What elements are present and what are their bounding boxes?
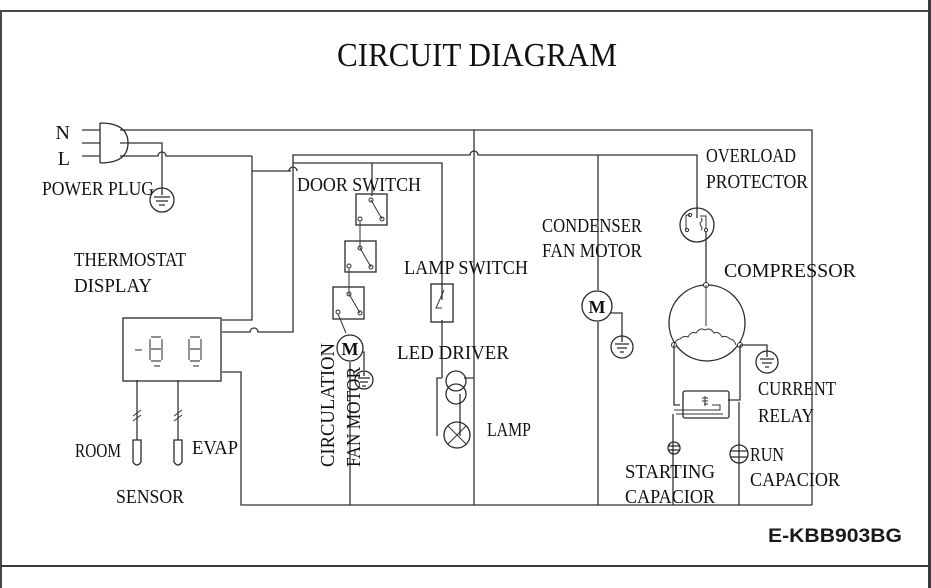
condenser-fan-label-line1: CONDENSER bbox=[542, 215, 643, 237]
capacitor-icon bbox=[667, 441, 681, 455]
frame-right-border bbox=[928, 0, 931, 588]
current-relay-label-line1: CURRENT bbox=[758, 378, 836, 400]
frame-bottom-border bbox=[0, 565, 931, 567]
circulation-fan-label-line1: CIRCULATION bbox=[317, 343, 339, 467]
ground-icon bbox=[755, 350, 779, 374]
current-relay-label-line2: RELAY bbox=[758, 405, 814, 427]
circulation-fan-label-line2: FAN MOTOR bbox=[343, 366, 365, 467]
starting-capacitor-label-line1: STARTING bbox=[625, 461, 715, 483]
motor-icon bbox=[336, 334, 364, 362]
lamp-icon bbox=[443, 421, 471, 449]
thermostat-label-line1: THERMOSTAT bbox=[74, 249, 186, 271]
condenser-fan-label-line2: FAN MOTOR bbox=[542, 240, 643, 262]
overload-protector-icon bbox=[679, 207, 715, 243]
temperature-sensor-icon bbox=[132, 409, 183, 466]
thermostat-label-line2: DISPLAY bbox=[74, 275, 152, 297]
lamp-switch-feed-wire bbox=[293, 162, 443, 300]
plug-terminal-n: N bbox=[56, 122, 70, 144]
led-driver-label: LED DRIVER bbox=[397, 342, 510, 364]
capacitor-wires bbox=[672, 402, 740, 505]
circulation-fan-motor-symbol: M bbox=[342, 339, 359, 359]
compressor-to-relay-wires bbox=[673, 345, 741, 406]
live-line-wire bbox=[120, 151, 252, 157]
compressor-ground-wire bbox=[740, 344, 768, 352]
neutral-bus-wire bbox=[120, 129, 813, 505]
compressor-label: COMPRESSOR bbox=[724, 260, 857, 282]
ground-icon bbox=[354, 370, 374, 390]
starting-capacitor-label-line2: CAPACIOR bbox=[625, 486, 716, 508]
wiring bbox=[120, 129, 813, 506]
power-plug-icon bbox=[82, 122, 129, 164]
model-number: E-KBB903BG bbox=[768, 526, 902, 547]
switch-icon bbox=[332, 193, 388, 334]
live-to-thermostat-wire bbox=[222, 156, 253, 321]
lamp-switch-label: LAMP SWITCH bbox=[404, 257, 528, 279]
frame-top-border bbox=[0, 10, 931, 12]
ground-icon bbox=[610, 335, 634, 359]
overload-protector-label-line1: OVERLOAD bbox=[706, 145, 796, 167]
frame-left-border bbox=[0, 10, 2, 588]
switch-icon bbox=[430, 283, 454, 323]
condenser-fan-motor-symbol: M bbox=[589, 297, 606, 317]
evap-sensor-label: EVAP bbox=[192, 437, 238, 459]
run-capacitor-label-line1: RUN bbox=[750, 444, 784, 466]
ground-icon bbox=[149, 187, 175, 213]
sensor-leads bbox=[136, 380, 179, 440]
plug-ground-wire bbox=[120, 142, 163, 188]
thermostat-display-box bbox=[122, 317, 222, 382]
capacitor-icon bbox=[729, 444, 749, 464]
sensor-group-label: SENSOR bbox=[116, 486, 185, 508]
door-switch-label: DOOR SWITCH bbox=[297, 174, 421, 196]
wire-hop bbox=[288, 166, 298, 172]
bottom-return-bus-wire bbox=[222, 371, 812, 506]
power-plug-label: POWER PLUG bbox=[42, 178, 154, 200]
thermostat-output-wire bbox=[222, 171, 294, 333]
compressor-icon bbox=[668, 282, 746, 362]
motor-icon bbox=[581, 290, 613, 322]
relay-icon bbox=[674, 390, 730, 419]
overload-protector-label-line2: PROTECTOR bbox=[706, 171, 809, 193]
diagram-title: CIRCUIT DIAGRAM bbox=[337, 37, 617, 74]
thermostat-seven-segment-display bbox=[135, 336, 202, 367]
lamp-label: LAMP bbox=[487, 419, 531, 441]
run-capacitor-label-line2: CAPACIOR bbox=[750, 469, 841, 491]
led-driver-icon bbox=[445, 370, 467, 405]
condenser-fan-ground-wire bbox=[610, 312, 623, 336]
circulation-fan-ground-wire bbox=[362, 351, 365, 370]
led-driver-wires bbox=[436, 377, 474, 436]
plug-terminal-l: L bbox=[58, 148, 70, 170]
room-sensor-label: ROOM bbox=[75, 440, 121, 462]
